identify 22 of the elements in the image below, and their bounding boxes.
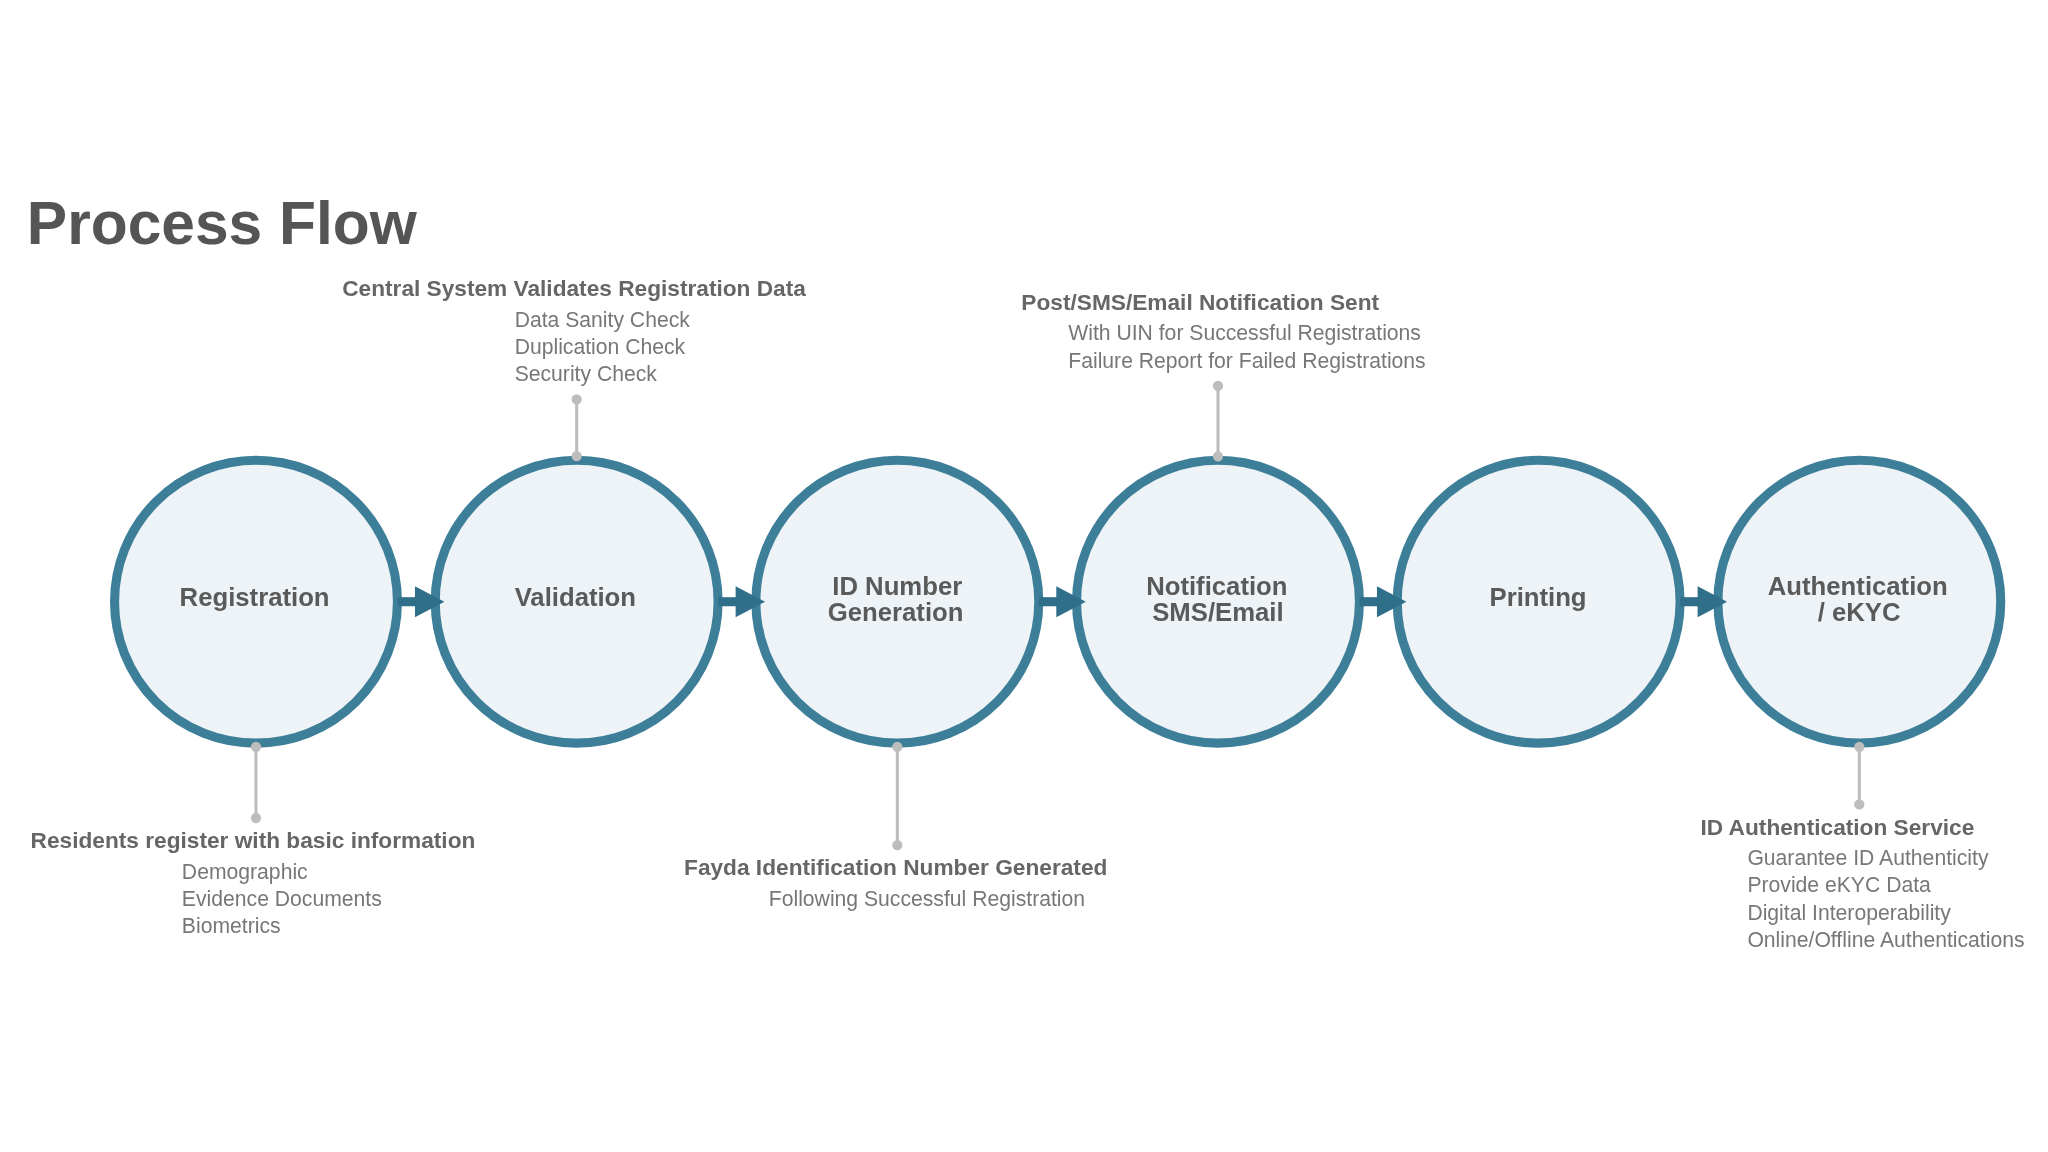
connector xyxy=(250,741,262,824)
arrow xyxy=(718,586,766,618)
node-text: Residents register with basic information Demographic Evidence Documents Biometrics xyxy=(30,827,476,938)
arrow xyxy=(397,586,445,618)
node-circle: Registration xyxy=(110,455,402,748)
connector xyxy=(892,741,903,851)
connector xyxy=(1212,380,1224,462)
node-circle: Printing xyxy=(1392,455,1685,748)
node-text: Post/SMS/Email Notification Sent With UIN for Successful Registrations Failure Report for Failed Registrations xyxy=(1021,288,1426,372)
node-text: Fayda Identification Number Generated Following Successful Registration xyxy=(684,854,1108,911)
arrow xyxy=(1680,586,1728,618)
node-text: Central System Validates Registration Data Data Sanity Check Duplication Check Security Check xyxy=(342,275,806,386)
arrow xyxy=(1038,586,1086,618)
node-circle: Authentication / eKYC xyxy=(1713,455,2006,748)
node-circle: Validation xyxy=(430,455,723,748)
node-circle: ID Number Generation xyxy=(751,455,1044,748)
connector xyxy=(571,394,582,462)
arrow xyxy=(1359,586,1407,618)
diagram-title: Process Flow xyxy=(26,188,417,257)
node-text: ID Authentication Service Guarantee ID Authenticity Provide eKYC Data Digital Interoperability Online/Offline Authentications xyxy=(1700,813,2025,951)
node-circle: Notification SMS/Email xyxy=(1072,455,1364,748)
connector xyxy=(1854,741,1865,810)
